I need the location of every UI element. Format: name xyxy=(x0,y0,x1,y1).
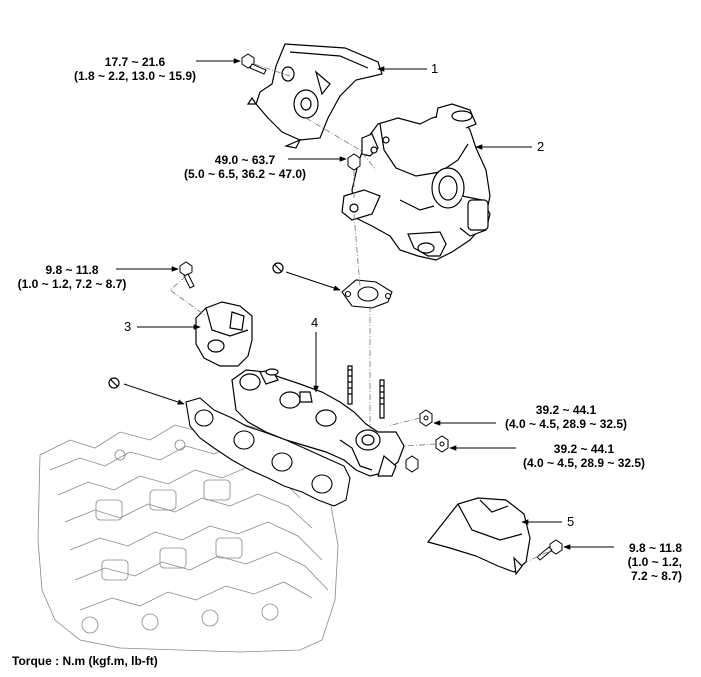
lower-heat-shield xyxy=(426,497,531,576)
torque-value: 9.8 ~ 11.8 xyxy=(628,541,682,555)
torque-sub: (1.8 ~ 2.2, 13.0 ~ 15.9) xyxy=(73,69,197,83)
torque-sub: (5.0 ~ 6.5, 36.2 ~ 47.0) xyxy=(183,167,307,181)
bolt-shield5 xyxy=(536,539,563,561)
replace-part-icon xyxy=(272,262,284,274)
torque-label-heat-shield-bolt: 17.7 ~ 21.6 (1.8 ~ 2.2, 13.0 ~ 15.9) xyxy=(70,55,200,83)
callout-1: 1 xyxy=(431,61,439,76)
torque-label-shield5-bolt: 9.8 ~ 11.8 (1.0 ~ 1.2, 7.2 ~ 8.7) xyxy=(600,541,682,583)
torque-label-turbo-nut: 49.0 ~ 63.7 (5.0 ~ 6.5, 36.2 ~ 47.0) xyxy=(180,153,310,181)
leader-lines xyxy=(116,58,614,550)
torque-sub: (1.0 ~ 1.2, xyxy=(627,555,682,569)
torque-sub: 7.2 ~ 8.7) xyxy=(630,569,682,583)
manifold-heat-shield xyxy=(195,301,253,367)
callout-5: 5 xyxy=(567,514,575,529)
torque-sub: (4.0 ~ 4.5, 28.9 ~ 32.5) xyxy=(522,456,646,470)
torque-label-manifold-nut-lower: 39.2 ~ 44.1 (4.0 ~ 4.5, 28.9 ~ 32.5) xyxy=(514,442,654,470)
exhaust-manifold xyxy=(231,365,405,477)
callout-2: 2 xyxy=(537,139,545,154)
torque-value: 49.0 ~ 63.7 xyxy=(214,153,276,167)
turbocharger xyxy=(341,103,491,261)
assembly-centerlines xyxy=(169,63,549,563)
turbo-gasket xyxy=(341,279,393,309)
torque-value: 39.2 ~ 44.1 xyxy=(553,442,615,456)
torque-value: 39.2 ~ 44.1 xyxy=(535,403,597,417)
torque-sub: (4.0 ~ 4.5, 28.9 ~ 32.5) xyxy=(504,417,628,431)
torque-label-manifold-nut-upper: 39.2 ~ 44.1 (4.0 ~ 4.5, 28.9 ~ 32.5) xyxy=(496,403,636,431)
engine-block xyxy=(37,419,339,653)
nut-turbo xyxy=(347,153,361,171)
callout-3: 3 xyxy=(124,319,132,334)
nut-manifold-upper xyxy=(419,409,433,427)
torque-unit-note: Torque : N.m (kgf.m, lb-ft) xyxy=(12,654,158,668)
manifold-gasket xyxy=(185,397,351,507)
torque-value: 9.8 ~ 11.8 xyxy=(45,263,99,277)
bolt-shield3 xyxy=(179,261,195,289)
nut-manifold-lower xyxy=(435,435,449,453)
callout-4: 4 xyxy=(311,315,319,330)
torque-label-shield3-bolt: 9.8 ~ 11.8 (1.0 ~ 1.2, 7.2 ~ 8.7) xyxy=(14,263,130,291)
replace-part-icon xyxy=(108,377,120,389)
turbo-heat-shield xyxy=(246,43,383,149)
torque-sub: (1.0 ~ 1.2, 7.2 ~ 8.7) xyxy=(17,277,127,291)
torque-value: 17.7 ~ 21.6 xyxy=(104,55,166,69)
nut-manifold-extra xyxy=(405,455,419,473)
